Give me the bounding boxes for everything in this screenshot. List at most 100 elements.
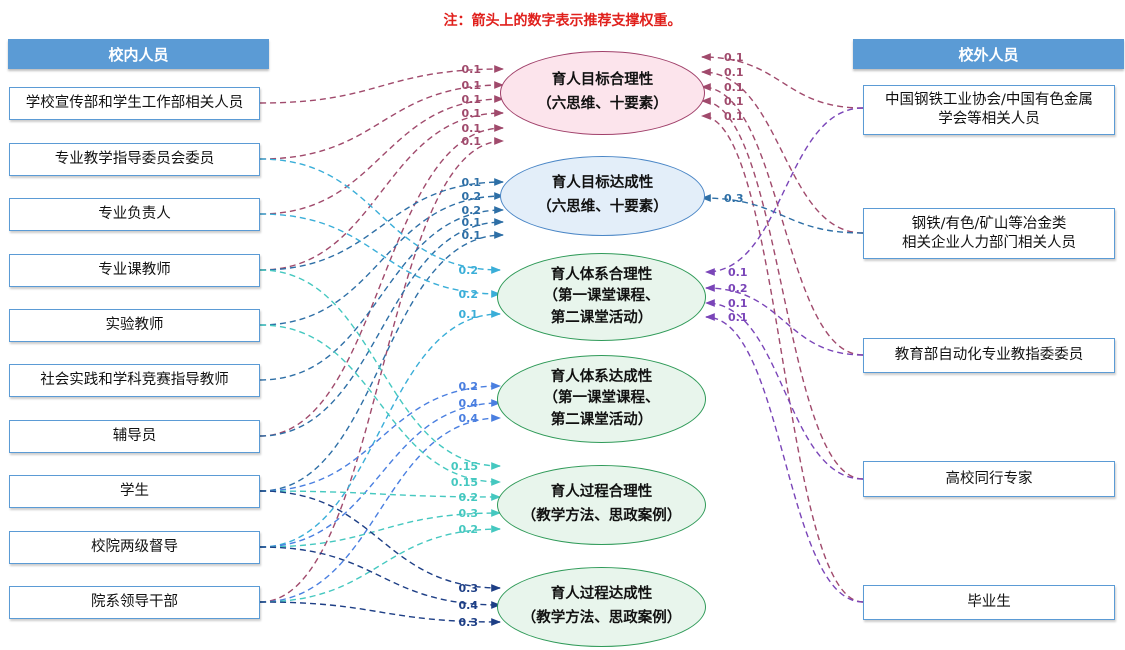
link-weight-label: 0.15 [451,476,478,489]
left-box-dept-leader: 院系领导干部 [9,586,260,619]
oval-system-rationality: 育人体系合理性 （第一课堂课程、 第二课堂活动） [497,253,706,341]
link-weight-label: 0.3 [459,582,479,595]
left-box-publicity: 学校宣传部和学生工作部相关人员 [9,87,260,120]
link-weight-label: 0.4 [459,397,479,410]
oval-title: 育人目标合理性 [551,72,654,89]
link-arrow [259,178,504,271]
right-box-moe-committee: 教育部自动化专业教指委委员 [863,338,1115,373]
link-arrow [259,509,501,548]
left-box-label: 院系领导干部 [91,594,178,611]
link-weight-label: 0.1 [724,81,744,94]
link-weight-label: 0.2 [459,288,479,301]
link-arrow [259,490,501,592]
link-arrow [259,490,501,501]
left-header: 校内人员 [8,39,269,69]
link-weight-label: 0.3 [459,616,479,629]
link-weight-label: 0.3 [459,507,479,520]
oval-title: 育人过程合理性 [550,484,653,501]
left-box-counselor: 辅导员 [9,420,260,453]
link-weight-label: 0.1 [724,51,744,64]
link-weight-label: 0.1 [462,79,482,92]
link-arrow [259,158,501,274]
link-arrow [259,269,501,470]
link-weight-label: 0.1 [462,63,482,76]
link-arrow [259,81,504,160]
left-box-course-teacher: 专业课教师 [9,254,260,287]
left-box-practice-teacher: 社会实践和学科竞赛指导教师 [9,364,260,397]
link-weight-label: 0.2 [459,491,479,504]
oval-subtitle: （第一课堂课程、 [543,288,660,305]
link-weight-label: 0.2 [728,282,748,295]
oval-goal-achievement: 育人目标达成性 （六思维、十要素） [500,156,705,236]
link-arrow [259,218,504,437]
link-weight-label: 0.2 [462,190,482,203]
link-weight-label: 0.1 [728,297,748,310]
link-arrow [701,112,864,603]
oval-subtitle: （第一课堂课程、 [543,390,660,407]
oval-title: 育人体系合理性 [550,267,653,284]
link-weight-label: 0.1 [462,176,482,189]
link-arrow [701,83,864,356]
oval-subtitle-2: 第二课堂活动） [550,411,653,428]
oval-title: 育人过程达成性 [550,586,653,603]
right-box-graduates: 毕业生 [863,585,1115,620]
link-arrow [259,95,504,215]
left-box-label: 学校宣传部和学生工作部相关人员 [25,95,244,112]
left-box-supervisor: 校院两级督导 [9,531,260,564]
right-box-line1: 教育部自动化专业教指委委员 [894,347,1084,364]
link-arrow [259,109,504,271]
right-box-line1: 毕业生 [967,594,1011,611]
right-box-line1: 钢铁/有色/矿山等冶金类 [911,215,1067,232]
right-header: 校外人员 [853,39,1124,69]
link-weight-label: 0.1 [459,308,479,321]
link-weight-label: 0.4 [459,599,479,612]
left-box-program-head: 专业负责人 [9,198,260,231]
right-box-industry-assoc: 中国钢铁工业协会/中国有色金属 学会等相关人员 [863,85,1115,135]
link-weight-label: 0.2 [459,523,479,536]
left-box-label: 社会实践和学科竞赛指导教师 [40,372,229,389]
link-weight-label: 0.1 [462,229,482,242]
link-weight-label: 0.3 [724,192,744,205]
link-arrow [701,53,864,109]
link-weight-label: 0.15 [451,460,478,473]
link-arrow [259,137,504,603]
link-weight-label: 0.1 [462,107,482,120]
link-arrow [701,97,864,480]
link-arrow [705,107,864,276]
link-arrow [701,194,864,234]
left-box-label: 实验教师 [105,317,164,334]
link-weight-label: 0.1 [462,122,482,135]
left-box-label: 校院两级督导 [91,539,178,556]
oval-subtitle: （教学方法、思政案例） [521,508,682,524]
link-arrow [259,601,501,626]
link-arrow [705,284,864,356]
left-box-label: 专业教学指导委员会委员 [54,151,215,168]
link-arrow [705,299,864,480]
right-box-line1: 高校同行专家 [945,470,1033,487]
left-box-student: 学生 [9,475,260,508]
link-weight-label: 0.1 [728,311,748,324]
link-weight-label: 0.1 [462,135,482,148]
link-weight-label: 0.2 [459,380,479,393]
left-box-label: 学生 [120,483,149,500]
link-arrow [259,65,504,104]
link-arrow [259,206,504,381]
oval-subtitle-2: 第二课堂活动） [550,309,653,326]
right-box-enterprise-hr: 钢铁/有色/矿山等冶金类 相关企业人力部门相关人员 [863,208,1115,259]
oval-subtitle: （六思维、十要素） [537,96,668,112]
link-weight-label: 0.1 [724,110,744,123]
oval-subtitle: （教学方法、思政案例） [521,610,682,626]
left-box-committee: 专业教学指导委员会委员 [9,143,260,176]
oval-title: 育人目标达成性 [551,175,654,192]
oval-title: 育人体系达成性 [550,369,653,386]
right-box-peer-experts: 高校同行专家 [863,461,1115,497]
link-arrow [259,525,501,603]
oval-process-achievement: 育人过程达成性 （教学方法、思政案例） [497,567,706,647]
link-arrow [701,68,864,234]
oval-goal-rationality: 育人目标合理性 （六思维、十要素） [500,51,705,135]
link-weight-label: 0.2 [459,264,479,277]
link-arrow [259,414,501,603]
link-weight-label: 0.1 [724,66,744,79]
link-weight-label: 0.1 [728,266,748,279]
